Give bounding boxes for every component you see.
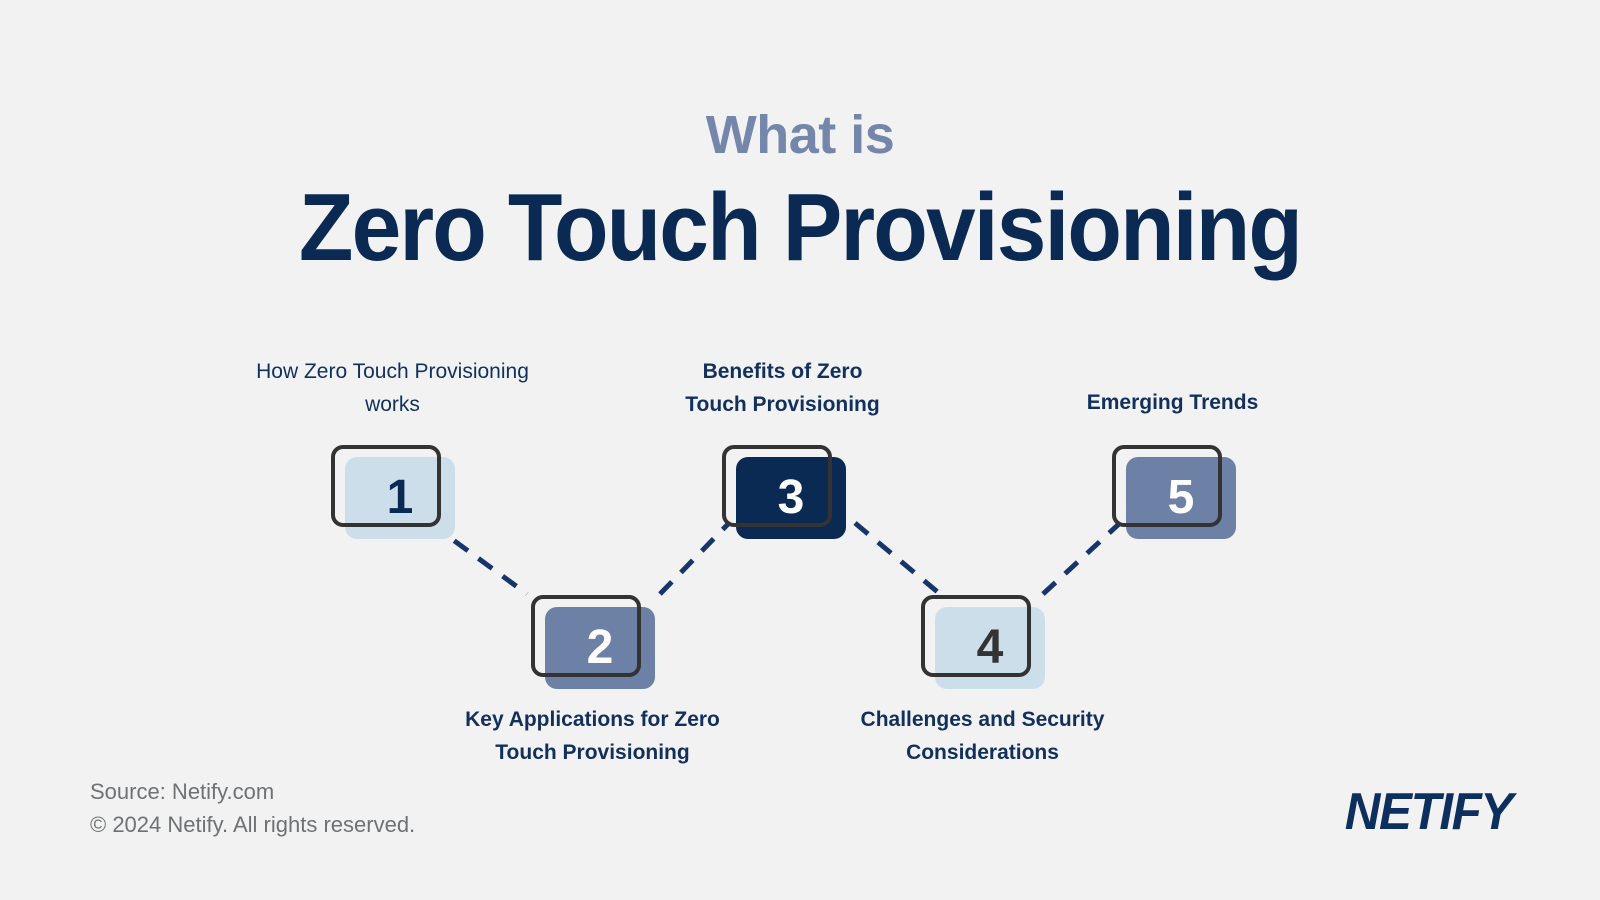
page-title: Zero Touch Provisioning	[298, 174, 1303, 281]
connector-2-3	[658, 521, 731, 596]
step-label-1: How Zero Touch Provisioning works	[256, 360, 529, 417]
step-outline-5	[1112, 445, 1222, 527]
step-number-5: 5	[1167, 471, 1195, 524]
step-number-3: 3	[777, 471, 805, 524]
step-node-5[interactable]: 5	[1112, 445, 1236, 539]
step-label-4: Challenges and Security Considerations	[860, 708, 1105, 765]
step-node-4[interactable]: 4	[921, 595, 1045, 689]
source-text: Source: Netify.com	[90, 779, 275, 804]
step-outline-4	[921, 595, 1031, 677]
step-outline-3	[722, 445, 832, 527]
step-number-2: 2	[586, 621, 614, 674]
step-node-2[interactable]: 2	[531, 595, 655, 689]
step-number-4: 4	[976, 621, 1004, 674]
netify-logo: NETIFY	[1344, 783, 1514, 841]
step-label-3: Benefits of Zero Touch Provisioning	[685, 360, 880, 417]
step-node-3[interactable]: 3	[722, 445, 846, 539]
eyebrow-text: What is	[705, 105, 895, 165]
connector-4-5	[1041, 521, 1122, 596]
step-number-1: 1	[386, 471, 414, 524]
step-outline-1	[331, 445, 441, 527]
step-outline-2	[531, 595, 641, 677]
connector-3-4	[853, 521, 942, 596]
step-label-2: Key Applications for Zero Touch Provisio…	[465, 708, 720, 765]
copyright-text: © 2024 Netify. All rights reserved.	[90, 812, 416, 837]
step-node-1[interactable]: 1	[331, 445, 455, 539]
step-label-5: Emerging Trends	[1086, 391, 1259, 414]
